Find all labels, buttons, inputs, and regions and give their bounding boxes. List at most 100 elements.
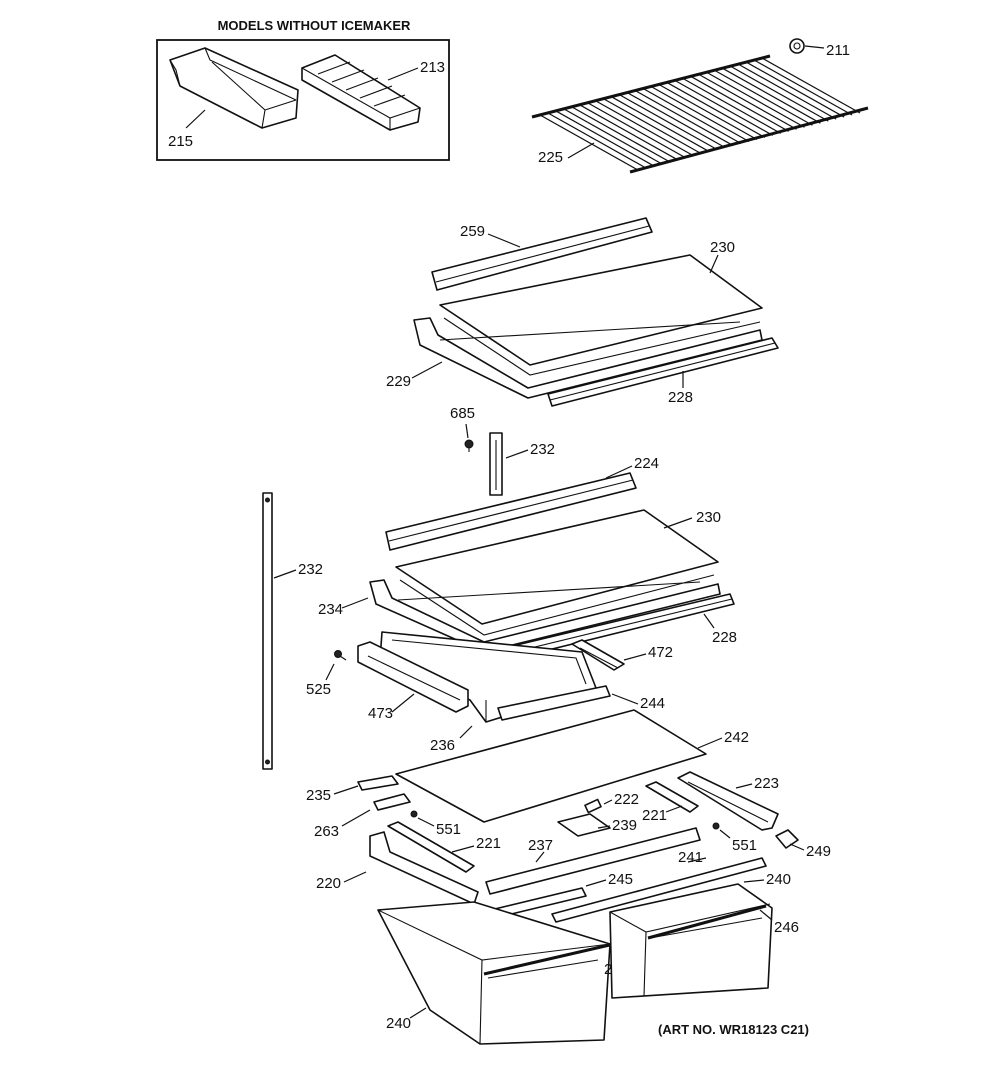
part-213-ice-tray: [301, 54, 421, 131]
callout-241: 241: [678, 849, 703, 866]
callout-224: 224: [634, 455, 659, 472]
callout-236: 236: [430, 737, 455, 754]
callout-211: 211: [826, 42, 850, 59]
inset-title: MODELS WITHOUT ICEMAKER: [218, 18, 411, 33]
callout-230-middle: 230: [696, 509, 721, 526]
callout-220: 220: [316, 875, 341, 892]
wire-rod: [761, 57, 861, 114]
callout-221-right: 221: [642, 807, 667, 824]
wire-rod: [722, 67, 821, 124]
part-525-screw: 525: [306, 650, 347, 698]
wire-rod: [698, 73, 797, 130]
wire-rod: [611, 96, 710, 153]
wire-rod: [745, 61, 845, 118]
wire-rod: [650, 85, 750, 143]
callout-685: 685: [450, 405, 475, 422]
part-215-bin: [169, 47, 299, 129]
wire-rod: [587, 102, 686, 159]
callout-230-upper: 230: [710, 239, 735, 256]
callout-234: 234: [318, 601, 343, 618]
callout-229: 229: [386, 373, 411, 390]
part-224-front-trim: 224: [385, 455, 659, 551]
part-222-hinge: 222: [584, 791, 639, 814]
part-551-screw-right: 551: [712, 822, 757, 854]
wire-rod: [579, 104, 678, 161]
wire-rod: [753, 59, 853, 116]
part-235-bracket: 235: [306, 775, 399, 804]
inset-box: MODELS WITHOUT ICEMAKER 213 215: [156, 18, 450, 161]
part-551-screw-left: 551: [410, 810, 461, 838]
wire-rod: [674, 79, 774, 136]
wire-rod: [626, 92, 726, 149]
callout-240-right: 240: [766, 871, 791, 888]
wire-rod: [666, 81, 766, 138]
callout-242: 242: [724, 729, 749, 746]
callout-228-upper: 228: [668, 389, 693, 406]
part-234-shelf-frame: 234: [318, 579, 721, 653]
callout-228-middle: 228: [712, 629, 737, 646]
callout-244: 244: [640, 695, 665, 712]
wire-rod: [571, 106, 671, 163]
part-246-handle-right: 246: [647, 904, 799, 940]
wire-rod: [563, 108, 663, 165]
callout-249: 249: [806, 843, 831, 860]
wire-rod: [729, 65, 829, 122]
callout-473: 473: [368, 705, 393, 722]
part-242-cover-glass: 242: [395, 709, 749, 823]
part-232-rail-short: 232: [489, 432, 555, 496]
part-249-bracket: 249: [775, 829, 831, 860]
wire-rod: [706, 71, 805, 128]
part-244-cover-trim: 244: [497, 685, 665, 721]
callout-239: 239: [612, 817, 637, 834]
callout-225: 225: [538, 149, 563, 166]
wire-rod: [682, 77, 782, 134]
part-221-rail-left: 221: [387, 821, 501, 873]
part-259-front-trim: 259: [431, 217, 653, 291]
callout-237: 237: [528, 837, 553, 854]
art-number: (ART NO. WR18123 C21): [658, 1022, 809, 1037]
callout-245: 245: [608, 871, 633, 888]
callout-551-left: 551: [436, 821, 461, 838]
part-232-rail-long: 232: [262, 492, 323, 770]
wire-rod: [690, 75, 789, 132]
callout-551-right: 551: [732, 837, 757, 854]
wire-rod: [539, 114, 639, 171]
callout-472: 472: [648, 644, 673, 661]
part-223-slide: 223: [677, 771, 779, 831]
wire-rod: [555, 110, 655, 167]
part-237-front-rail: 237: [485, 827, 701, 895]
part-472-slide-right: 472: [571, 639, 673, 671]
callout-525: 525: [306, 681, 331, 698]
callout-223: 223: [754, 775, 779, 792]
part-228-rear-trim-upper: 228: [547, 337, 779, 407]
wire-rod: [714, 69, 813, 126]
callout-263: 263: [314, 823, 339, 840]
wire-rod: [595, 100, 694, 157]
wire-rod: [658, 83, 758, 140]
wire-rod: [618, 94, 718, 151]
callout-232-long: 232: [298, 561, 323, 578]
part-473-slide-left: 473: [357, 641, 469, 722]
callout-259: 259: [460, 223, 485, 240]
part-263-bracket: 263: [314, 793, 411, 840]
callout-232-short: 232: [530, 441, 555, 458]
wire-rod: [634, 90, 734, 147]
part-221-rail-right: 221: [642, 781, 699, 824]
part-229-shelf-frame: 229: [386, 317, 763, 399]
part-240-drawer-right: 240: [609, 871, 791, 999]
wire-rod: [642, 88, 742, 145]
callout-213: 213: [420, 59, 445, 76]
part-241-trim: 241: [551, 849, 767, 923]
callout-246-right: 246: [774, 919, 799, 936]
callout-235: 235: [306, 787, 331, 804]
part-685-screw: 685: [450, 405, 475, 452]
part-239-support: 239: [557, 813, 637, 837]
callout-240-left: 240: [386, 1015, 411, 1032]
callout-222: 222: [614, 791, 639, 808]
wire-rod: [737, 63, 837, 120]
part-225-wire-shelf: 225: [531, 54, 869, 174]
part-230-glass-upper: 230: [439, 239, 763, 376]
wire-rod: [603, 98, 702, 155]
callout-221-left: 221: [476, 835, 501, 852]
